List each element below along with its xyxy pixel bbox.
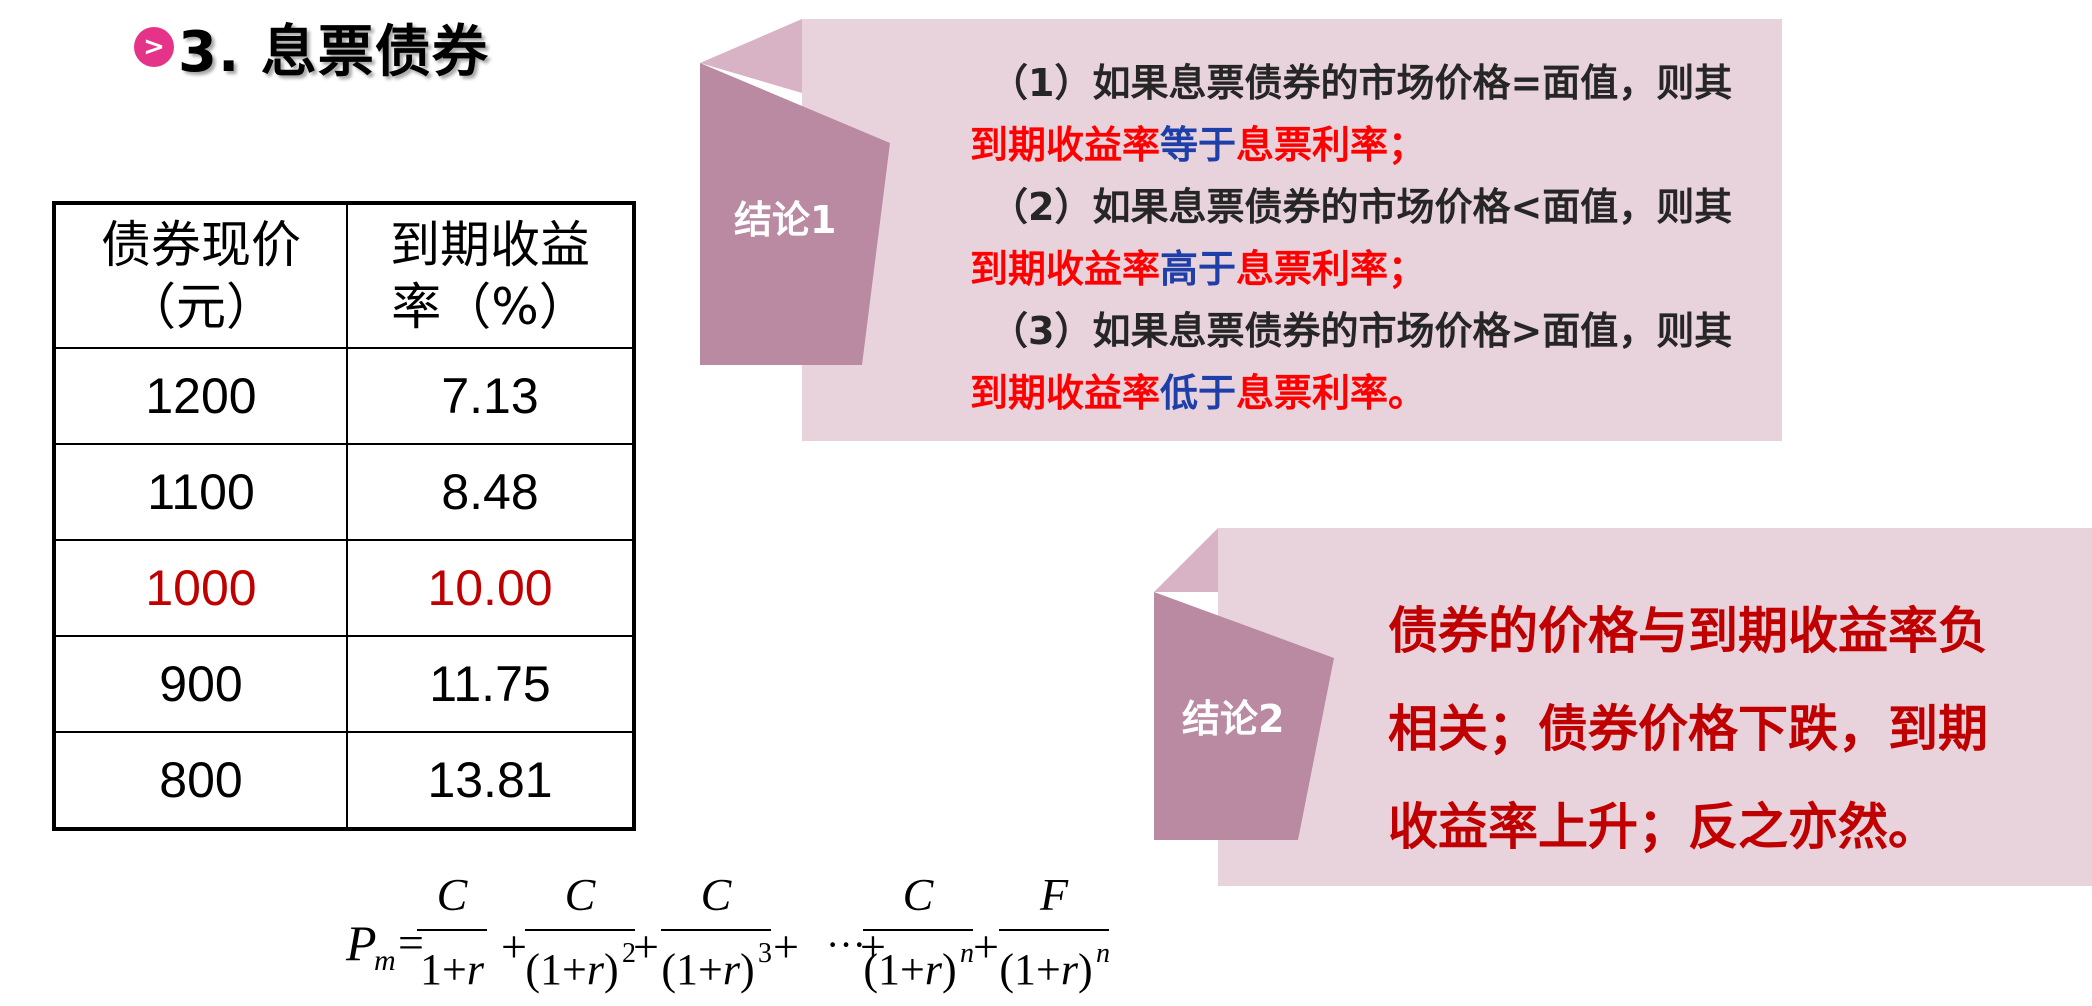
cell-price: 900 bbox=[53, 635, 348, 733]
conclusion1-result: 到期收益率低于息票利率。 bbox=[970, 362, 1770, 424]
tab-ribbon-icon bbox=[1154, 528, 1334, 840]
formula-numerator: C bbox=[437, 869, 469, 920]
conclusion1-label: 结论1 bbox=[734, 198, 837, 242]
formula-exponent: 2 bbox=[622, 938, 636, 969]
header-price-line1: 债券现价 bbox=[101, 216, 301, 274]
formula-numerator: F bbox=[1039, 869, 1069, 920]
formula-denominator: (1+r) bbox=[863, 945, 956, 994]
result-coupon: 息票利率 bbox=[1236, 123, 1389, 167]
cell-price: 800 bbox=[53, 731, 348, 830]
formula-plus: + bbox=[501, 921, 527, 972]
result-rel: 等于 bbox=[1160, 123, 1237, 167]
result-rel: 高于 bbox=[1160, 247, 1237, 291]
formula-exponent: 3 bbox=[758, 938, 772, 969]
conclusion2-panel bbox=[1218, 528, 2092, 886]
result-coupon: 息票利率 bbox=[1236, 247, 1389, 291]
result-end: ； bbox=[1388, 247, 1427, 291]
cell-ytm: 13.81 bbox=[346, 731, 635, 830]
formula-denominator: (1+r) bbox=[525, 945, 618, 994]
formula-plus: + bbox=[633, 921, 659, 972]
header-ytm-line2: 率（%） bbox=[391, 278, 589, 336]
conclusion2-line: 债券的价格与到期收益率负 bbox=[1388, 602, 1988, 660]
cell-price: 1200 bbox=[53, 347, 348, 445]
slide-title: > 3. 息票债券 bbox=[134, 12, 489, 85]
cell-ytm: 11.75 bbox=[346, 635, 635, 733]
result-end: ； bbox=[1388, 123, 1427, 167]
conclusion1-result: 到期收益率等于息票利率； bbox=[970, 114, 1770, 176]
conclusion2-tab: 结论2 bbox=[1154, 528, 1334, 840]
formula-plus: + bbox=[773, 921, 799, 972]
result-rel: 低于 bbox=[1160, 371, 1237, 415]
conclusion1-condition: （2）如果息票债券的市场价格<面值，则其 bbox=[990, 185, 1733, 229]
formula-lhs: P bbox=[345, 915, 377, 971]
formula-denominator: 1+r bbox=[420, 945, 485, 994]
formula-numerator: C bbox=[701, 869, 733, 920]
result-end: 。 bbox=[1388, 371, 1427, 415]
formula-denominator: (1+r) bbox=[661, 945, 754, 994]
formula-lhs-sub: m bbox=[374, 944, 396, 977]
conclusion1-result: 到期收益率高于息票利率； bbox=[970, 238, 1770, 300]
conclusion1-tab: 结论1 bbox=[700, 19, 890, 367]
conclusion1-panel bbox=[802, 19, 1782, 441]
tab-ribbon-icon bbox=[700, 19, 890, 365]
cell-ytm: 8.48 bbox=[346, 443, 635, 541]
header-ytm-line1: 到期收益 bbox=[390, 216, 590, 274]
formula-ellipsis: ··· bbox=[826, 922, 866, 967]
cell-ytm: 10.00 bbox=[346, 539, 635, 637]
formula-plus: + bbox=[860, 921, 886, 972]
conclusion1-text: （1）如果息票债券的市场价格=面值，则其到期收益率等于息票利率；（2）如果息票债… bbox=[970, 52, 1770, 424]
formula-exponent: n bbox=[960, 938, 974, 969]
cell-ytm: 7.13 bbox=[346, 347, 635, 445]
table-header-row: 债券现价 （元） 到期收益 率（%） bbox=[53, 202, 635, 349]
formula-numerator: C bbox=[565, 869, 597, 920]
cell-price: 1000 bbox=[53, 539, 348, 637]
header-ytm: 到期收益 率（%） bbox=[346, 202, 635, 349]
conclusion2-line: 收益率上升；反之亦然。 bbox=[1388, 798, 1938, 856]
formula-equals: = bbox=[398, 917, 424, 968]
formula-plus: + bbox=[973, 921, 999, 972]
header-price-line2: （元） bbox=[126, 278, 276, 336]
chevron-right-icon: > bbox=[134, 27, 174, 67]
result-ytm: 到期收益率 bbox=[970, 123, 1161, 167]
result-coupon: 息票利率 bbox=[1236, 371, 1389, 415]
result-ytm: 到期收益率 bbox=[970, 371, 1161, 415]
conclusion2-line: 相关；债券价格下跌，到期 bbox=[1388, 700, 1988, 758]
title-text: 3. 息票债券 bbox=[178, 19, 489, 85]
result-ytm: 到期收益率 bbox=[970, 247, 1161, 291]
formula-numerator: C bbox=[903, 869, 935, 920]
conclusion2-label: 结论2 bbox=[1182, 697, 1285, 741]
formula-exponent: n bbox=[1096, 938, 1110, 969]
formula-denominator: (1+r) bbox=[999, 945, 1092, 994]
conclusion1-condition: （1）如果息票债券的市场价格=面值，则其 bbox=[990, 61, 1733, 105]
conclusion2-text: 债券的价格与到期收益率负 相关；债券价格下跌，到期 收益率上升；反之亦然。 bbox=[1388, 582, 2078, 876]
header-price: 债券现价 （元） bbox=[53, 202, 348, 349]
cell-price: 1100 bbox=[53, 443, 348, 541]
conclusion1-condition: （3）如果息票债券的市场价格>面值，则其 bbox=[990, 309, 1733, 353]
